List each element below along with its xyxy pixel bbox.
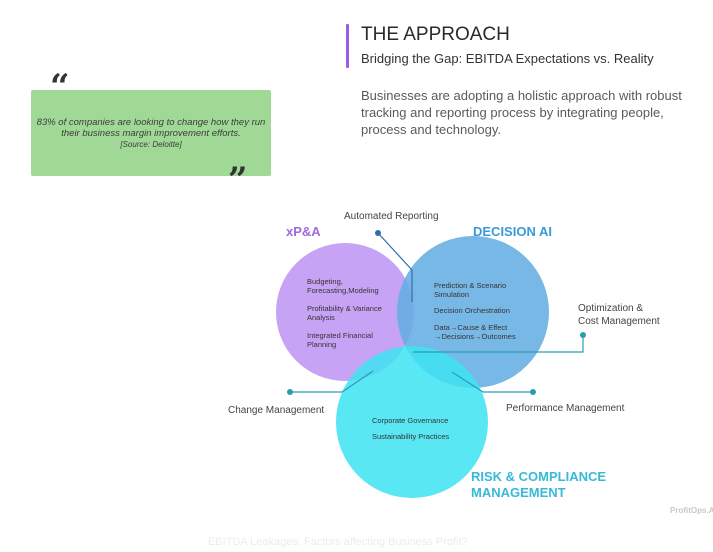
automated-reporting-connector <box>377 232 413 271</box>
optimization-label: Optimization & Cost Management <box>578 302 660 328</box>
xpa-item: Integrated Financial Planning <box>307 331 373 349</box>
change-management-connector <box>290 370 374 393</box>
circle-xpa <box>276 243 414 381</box>
decision-ai-title: DECISION AI <box>473 224 552 239</box>
optimization-label-line2: Cost Management <box>578 316 660 327</box>
optimization-dot <box>580 332 586 338</box>
xpa-item: Profitability & Variance Analysis <box>307 304 382 322</box>
change-management-label: Change Management <box>228 405 325 416</box>
quote-source: [Source: Deloitte] <box>120 140 182 149</box>
intro-paragraph: Businesses are adopting a holistic appro… <box>361 88 682 137</box>
automated-reporting-dot <box>375 230 381 236</box>
optimization-connector <box>413 335 584 353</box>
risk-compliance-title-line2: MANAGEMENT <box>471 485 566 500</box>
optimization-label-line1: Optimization & <box>578 303 644 314</box>
xpa-item: Budgeting, Forecasting,Modeling <box>307 277 379 295</box>
quote-content: 83% of companies are looking to change h… <box>31 117 271 150</box>
automated-reporting-label: Automated Reporting <box>344 211 439 222</box>
decision-ai-item: Data→Cause & Effect →Decisions→Outcomes <box>434 323 516 341</box>
close-quote-icon: ” <box>228 160 248 200</box>
open-quote-icon: “ <box>50 67 70 107</box>
risk-item: Corporate Governance <box>372 416 449 425</box>
performance-management-dot <box>530 389 536 395</box>
performance-management-connector <box>451 371 533 393</box>
performance-management-label: Performance Management <box>506 403 625 414</box>
decision-ai-item: Decision Orchestration <box>434 306 510 315</box>
change-management-dot <box>287 389 293 395</box>
quote-text: 83% of companies are looking to change h… <box>36 117 266 139</box>
risk-compliance-title-line1: RISK & COMPLIANCE <box>471 469 607 484</box>
page-subtitle: Bridging the Gap: EBITDA Expectations vs… <box>361 51 654 66</box>
risk-item: Sustainability Practices <box>372 432 450 441</box>
circle-risk-compliance <box>336 346 488 498</box>
quote-box: 83% of companies are looking to change h… <box>31 90 271 176</box>
risk-compliance-title: RISK & COMPLIANCE MANAGEMENT <box>471 469 606 501</box>
xpa-title: xP&A <box>286 224 321 239</box>
footer-caption: EBITDA Leakages: Factors affecting Busin… <box>208 536 468 548</box>
decision-ai-item: Prediction & Scenario Simulation <box>434 281 507 299</box>
page-title: THE APPROACH <box>361 24 510 45</box>
brand-watermark: ProfitOps.AI <box>670 506 713 515</box>
accent-bar <box>346 24 349 68</box>
